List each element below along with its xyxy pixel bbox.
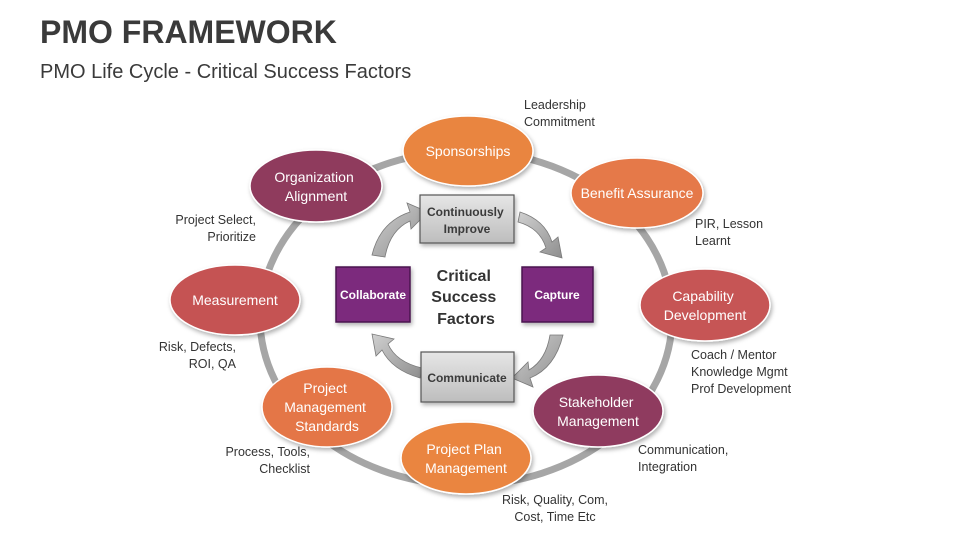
node-capability-development: Capability Development: [639, 268, 771, 342]
annotation-stakeholder-management: Communication, Integration: [638, 442, 728, 476]
inner-box-label: Communicate: [427, 371, 507, 385]
annotation-measurement: Risk, Defects, ROI, QA: [136, 339, 236, 373]
node-label: Management: [557, 413, 639, 429]
svg-text:Stakeholder Management: Stakeholder Management: [557, 394, 639, 429]
node-label: Measurement: [192, 292, 278, 308]
annotation-line: Cost, Time Etc: [514, 510, 596, 524]
center-label-line: Critical: [437, 268, 491, 285]
annotation-line: PIR, Lesson: [695, 217, 764, 231]
node-stakeholder-management: Stakeholder Management: [532, 374, 664, 448]
center-label-line: Factors: [437, 311, 495, 328]
node-label: Standards: [295, 418, 359, 434]
node-label: Sponsorships: [426, 143, 511, 159]
node-label: Project Plan: [426, 441, 501, 457]
annotation-line: ROI, QA: [188, 357, 236, 371]
annotation-line: Risk, Defects,: [158, 340, 236, 354]
annotation-project-plan-management: Risk, Quality, Com, Cost, Time Etc: [495, 492, 615, 526]
arrow-improve-to-capture: [517, 211, 563, 259]
annotation-line: Prioritize: [207, 230, 256, 244]
inner-box-capture: Capture: [521, 266, 594, 323]
annotation-project-management-standards: Process, Tools, Checklist: [200, 444, 310, 478]
page-subtitle: PMO Life Cycle - Critical Success Factor…: [40, 61, 412, 83]
annotation-line: Checklist: [259, 462, 310, 476]
node-label: Development: [664, 307, 747, 323]
center-label-line: Success: [431, 289, 496, 306]
inner-box-label: Continuously: [427, 205, 504, 219]
annotation-line: Coach / Mentor: [691, 348, 777, 362]
annotation-line: Integration: [638, 460, 698, 474]
inner-box-label: Improve: [444, 222, 491, 236]
svg-text:Project Management: Project Management Standards: [284, 380, 370, 434]
node-label: Management: [425, 460, 507, 476]
node-label: Benefit Assurance: [581, 185, 694, 201]
node-label: Capability: [672, 288, 733, 304]
node-label: Project: [303, 380, 347, 396]
node-label: Stakeholder: [559, 394, 634, 410]
inner-box-label: Collaborate: [340, 288, 406, 302]
node-organization-alignment: Organization Alignment: [249, 149, 383, 223]
node-label: Organization: [274, 169, 353, 185]
svg-text:Continuously Improve: Continuously Improve: [427, 205, 507, 236]
node-label: Management: [284, 399, 366, 415]
arrow-communicate-to-collaborate: [371, 333, 423, 379]
curved-arrows: [371, 202, 564, 388]
inner-box-communicate: Communicate: [420, 351, 515, 403]
svg-text:Organization Alignment: Organization Alignment: [274, 169, 357, 204]
node-project-plan-management: Project Plan Management: [400, 421, 532, 495]
annotation-line: Knowledge Mgmt: [691, 365, 788, 379]
annotation-sponsorships: Leadership Commitment: [524, 97, 595, 131]
annotation-line: Prof Development: [691, 382, 792, 396]
annotation-capability-development: Coach / Mentor Knowledge Mgmt Prof Devel…: [691, 347, 791, 398]
annotation-line: Learnt: [695, 234, 731, 248]
center-label: Critical Success Factors: [431, 268, 500, 328]
node-label: Alignment: [285, 188, 347, 204]
annotation-organization-alignment: Project Select, Prioritize: [146, 212, 256, 246]
annotation-line: Project Select,: [175, 213, 256, 227]
annotation-line: Communication,: [638, 443, 729, 457]
node-sponsorships: Sponsorships: [402, 115, 534, 187]
annotation-benefit-assurance: PIR, Lesson Learnt: [695, 216, 763, 250]
annotation-line: Risk, Quality, Com,: [501, 493, 609, 507]
annotation-line: Leadership: [524, 98, 586, 112]
node-measurement: Measurement: [169, 264, 301, 336]
inner-box-continuously-improve: Continuously Improve: [419, 194, 515, 244]
annotation-line: Commitment: [524, 115, 595, 129]
svg-text:Capability Development: Capability Development: [664, 288, 747, 323]
arrow-capture-to-communicate: [511, 334, 564, 388]
inner-box-collaborate: Collaborate: [335, 266, 411, 323]
page-title: PMO FRAMEWORK: [40, 14, 337, 50]
node-project-management-standards: Project Management Standards: [261, 366, 393, 448]
inner-box-label: Capture: [534, 288, 580, 302]
node-benefit-assurance: Benefit Assurance: [570, 157, 704, 229]
annotation-line: Process, Tools,: [225, 445, 310, 459]
svg-text:Project Plan Management: Project Plan Management: [425, 441, 507, 476]
